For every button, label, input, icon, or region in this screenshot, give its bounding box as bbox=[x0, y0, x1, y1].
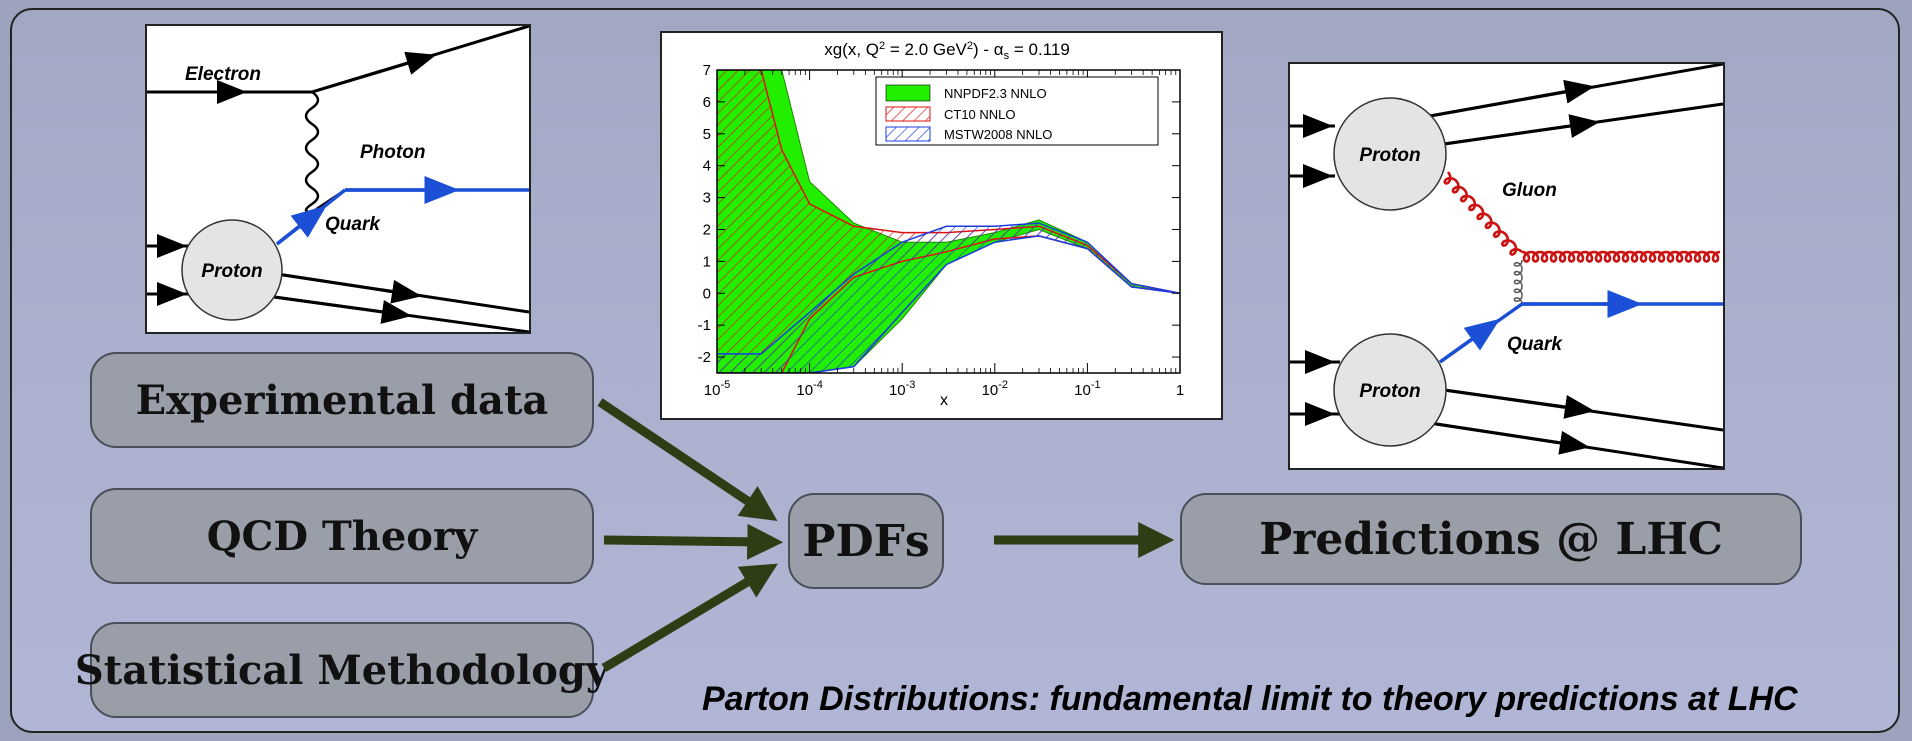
qcd-theory-label: QCD Theory bbox=[206, 512, 478, 560]
x-tick-label: 10-5 bbox=[704, 379, 730, 399]
y-tick-label: -2 bbox=[698, 349, 711, 366]
experimental-data-label: Experimental data bbox=[135, 376, 549, 424]
arrow-statistical-to-pdfs bbox=[601, 563, 778, 672]
proton-blob bbox=[181, 219, 283, 321]
arrow-experimental-to-pdfs bbox=[597, 398, 778, 522]
pdfs-box: PDFs bbox=[788, 493, 944, 589]
x-tick-label: 10-1 bbox=[1074, 379, 1100, 399]
quark-label: Quark bbox=[325, 214, 381, 235]
proton-top-blob bbox=[1333, 97, 1447, 211]
y-tick-label: -1 bbox=[698, 317, 711, 334]
dis-diagram: Proton Electron Photon Quark bbox=[147, 24, 530, 334]
band-mstw-upper-edge bbox=[717, 222, 1180, 355]
band-mstw-lower-edge bbox=[717, 235, 1180, 373]
y-tick-label: 2 bbox=[703, 221, 711, 238]
legend-label-ct10: CT10 NNLO bbox=[944, 107, 1016, 122]
proton-top-label: Proton bbox=[1359, 145, 1420, 166]
proton-bottom-label: Proton bbox=[1359, 381, 1420, 402]
y-tick-label: 1 bbox=[703, 253, 711, 270]
gluon-pdf-chart: xg(x, Q2 = 2.0 GeV2) - αs = 0.119 7 6 5 4 3 2… bbox=[698, 40, 1185, 409]
chart-panel: xg(x, Q2 = 2.0 GeV2) - αs = 0.119 7 6 5 4 3 2… bbox=[660, 31, 1223, 420]
experimental-data-box: Experimental data bbox=[90, 352, 594, 448]
dis-diagram-panel: Proton Electron Photon Quark bbox=[145, 24, 531, 334]
x-tick-label: 10-2 bbox=[982, 379, 1008, 399]
legend-label-nnpdf: NNPDF2.3 NNLO bbox=[944, 86, 1047, 101]
arrow-qcd-to-pdfs bbox=[603, 523, 784, 560]
hadron-diagram-panel: Proton Proton Gluon Quark bbox=[1288, 62, 1725, 470]
x-axis-label: x bbox=[940, 392, 948, 409]
gluon-curl-out bbox=[1521, 250, 1721, 263]
photon-label: Photon bbox=[360, 142, 425, 163]
x-tick-label: 1 bbox=[1176, 382, 1184, 399]
slide: Proton Electron Photon Quark xg(x, Q2 = … bbox=[10, 8, 1900, 733]
flow-arrows bbox=[597, 398, 1175, 672]
chart-legend: NNPDF2.3 NNLO CT10 NNLO MSTW2008 NNLO bbox=[875, 76, 1159, 146]
x-tick-label: 10-3 bbox=[889, 379, 915, 399]
chart-title: xg(x, Q2 = 2.0 GeV2) - αs = 0.119 bbox=[824, 40, 1070, 62]
proton-label: Proton bbox=[201, 261, 262, 282]
band-ct10 bbox=[717, 70, 1180, 373]
legend-swatch-nnpdf bbox=[885, 84, 931, 102]
gluon-exchange-line bbox=[1513, 259, 1523, 305]
x-tick-label: 10-4 bbox=[796, 379, 822, 399]
gluon-line bbox=[1443, 171, 1721, 263]
statistical-methodology-box: Statistical Methodology bbox=[75, 622, 609, 718]
y-tick-label: 4 bbox=[703, 158, 711, 175]
predictions-lhc-label: Predictions @ LHC bbox=[1259, 513, 1723, 565]
slide-caption: Parton Distributions: fundamental limit … bbox=[702, 680, 1798, 718]
statistical-methodology-label: Statistical Methodology bbox=[74, 646, 610, 694]
qcd-theory-box: QCD Theory bbox=[90, 488, 594, 584]
quark-label: Quark bbox=[1507, 334, 1563, 355]
y-tick-label: 5 bbox=[703, 126, 711, 143]
legend-label-mstw: MSTW2008 NNLO bbox=[944, 127, 1052, 142]
predictions-lhc-box: Predictions @ LHC bbox=[1180, 493, 1802, 585]
gluon-exchange-curl bbox=[1513, 259, 1523, 305]
gluon-curl-in bbox=[1443, 171, 1523, 256]
gluon-label: Gluon bbox=[1502, 180, 1557, 201]
legend-swatch-mstw bbox=[885, 126, 931, 142]
electron-label: Electron bbox=[185, 64, 261, 85]
y-tick-label: 0 bbox=[703, 285, 711, 302]
proton-bottom-blob bbox=[1333, 333, 1447, 447]
y-tick-label: 7 bbox=[703, 62, 711, 79]
plot-frame bbox=[716, 69, 1181, 374]
legend-swatch-ct10 bbox=[885, 106, 931, 122]
y-tick-label: 3 bbox=[703, 190, 711, 207]
hadron-diagram: Proton Proton Gluon Quark bbox=[1290, 62, 1724, 470]
pdfs-label: PDFs bbox=[802, 515, 930, 567]
photon-line bbox=[304, 90, 346, 214]
band-mstw bbox=[717, 223, 1180, 373]
y-tick-label: 6 bbox=[703, 94, 711, 111]
